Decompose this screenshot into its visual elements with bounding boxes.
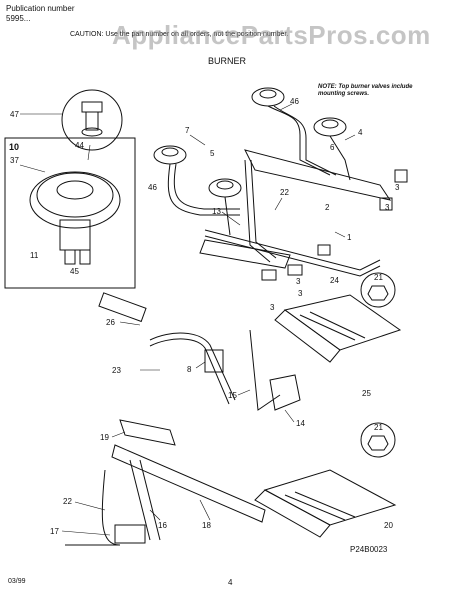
- burner-spreader-upper: [274, 294, 402, 363]
- callout-6: 6: [330, 143, 335, 152]
- note-text: NOTE: Top burner valves include mounting…: [318, 84, 413, 97]
- callout-1: 1: [347, 233, 352, 242]
- callout-19: 19: [100, 433, 109, 442]
- callout-37: 37: [10, 156, 19, 165]
- components: [98, 169, 408, 544]
- nut-icon-lower: [367, 435, 389, 451]
- caution-line: CAUTION: Use the part number on all orde…: [70, 31, 289, 38]
- callout-labels: 47 10 37 44 11 45 7 46 46 4 5 6 3 3 22 1…: [9, 97, 400, 536]
- gas-tubes: [65, 105, 381, 546]
- page-number: 4: [228, 578, 233, 587]
- leader-lines: [19, 103, 356, 536]
- burner-spreader-lower: [254, 469, 397, 538]
- manifold-bar: [111, 444, 266, 541]
- watermark: AppliancePartsPros.com: [112, 20, 431, 50]
- callout-2: 2: [325, 203, 330, 212]
- callout-47: 47: [10, 110, 19, 119]
- callout-23: 23: [112, 366, 121, 375]
- callout-7: 7: [185, 126, 190, 135]
- callout-14: 14: [296, 419, 305, 428]
- publication-label: Publication number: [6, 4, 75, 13]
- callout-45: 45: [70, 267, 79, 276]
- callout-44: 44: [75, 141, 84, 150]
- callout-24: 24: [330, 276, 339, 285]
- callout-46-left: 46: [148, 183, 157, 192]
- nut-icon-upper: [367, 285, 389, 301]
- publication-number: 5995...: [6, 14, 31, 23]
- page-title: BURNER: [208, 56, 247, 66]
- callout-8: 8: [187, 365, 192, 374]
- callout-20: 20: [384, 521, 393, 530]
- footer-date: 03/99: [8, 578, 26, 585]
- callout-5: 5: [210, 149, 215, 158]
- callout-21-lower: 21: [374, 423, 383, 432]
- callout-46-top: 46: [290, 97, 299, 106]
- callout-22-lower: 22: [63, 497, 72, 506]
- burner-base-detail-box: [4, 137, 136, 289]
- drawing-code: P24B0023: [350, 545, 388, 554]
- callout-16: 16: [158, 521, 167, 530]
- detail-circle-upper: [360, 272, 396, 308]
- callout-3-right: 3: [395, 183, 400, 192]
- callout-26: 26: [106, 318, 115, 327]
- callout-10: 10: [9, 142, 19, 152]
- callout-22-top: 22: [280, 188, 289, 197]
- callout-3-upper: 3: [296, 277, 301, 286]
- callout-4: 4: [358, 128, 363, 137]
- detail-circle-lower: [360, 422, 396, 458]
- burner-rail: [199, 149, 392, 269]
- callout-18: 18: [202, 521, 211, 530]
- callout-11: 11: [30, 251, 39, 260]
- callout-15: 15: [228, 391, 237, 400]
- orifice-detail-inset: [61, 89, 123, 151]
- callout-17: 17: [50, 527, 59, 536]
- callout-25: 25: [362, 389, 371, 398]
- callout-13: 13: [212, 207, 221, 216]
- callout-3-mid: 3: [385, 203, 390, 212]
- top-burners: [153, 87, 347, 198]
- callout-3-lower: 3: [270, 303, 275, 312]
- callout-21-upper: 21: [374, 273, 383, 282]
- callout-3-center: 3: [298, 289, 303, 298]
